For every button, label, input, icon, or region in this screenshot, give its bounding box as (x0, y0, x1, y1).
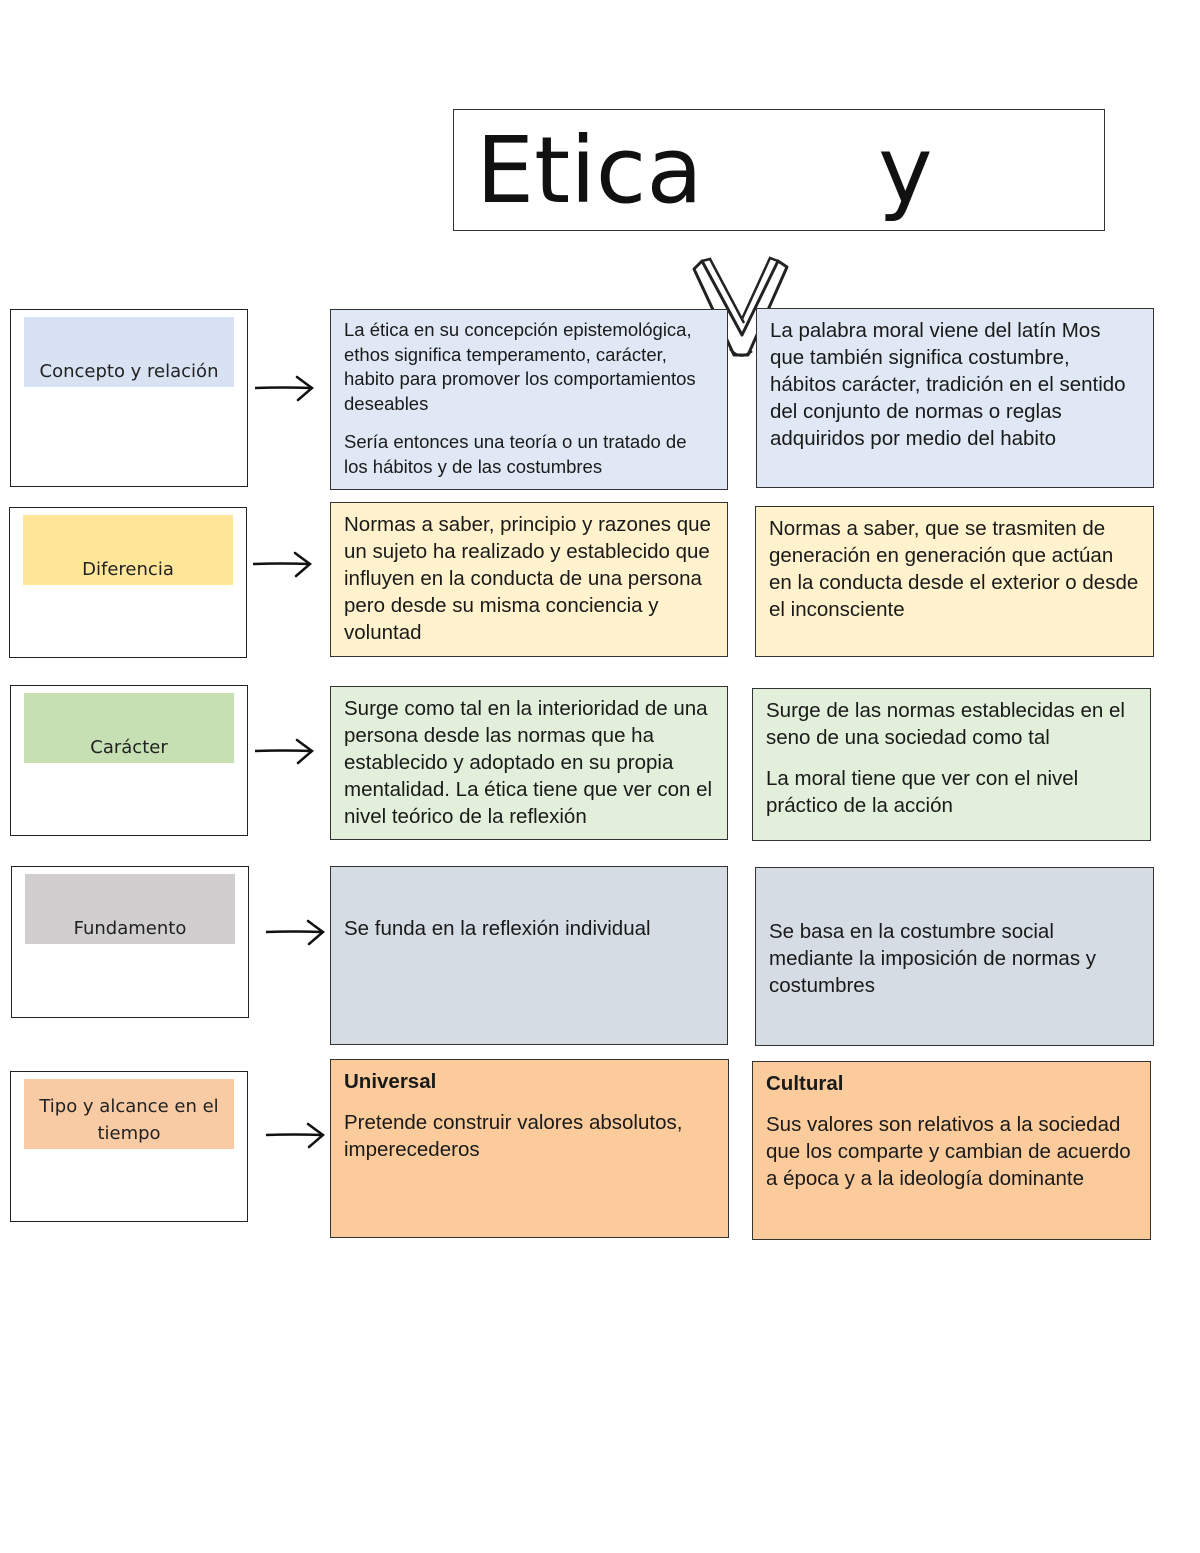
arrow-right-icon (264, 1120, 326, 1150)
card-text: Se basa en la costumbre social mediante … (769, 920, 1097, 997)
title-box: Etica y (453, 109, 1105, 231)
card-text: Normas a saber, principio y razones que … (344, 513, 711, 644)
card-text: La palabra moral viene del latín Mos que… (770, 319, 1126, 450)
card-text: Surge de las normas establecidas en el s… (766, 699, 1125, 749)
row-label-diferencia: Diferencia (23, 515, 233, 585)
moral-card-diferencia: Normas a saber, que se trasmiten de gene… (755, 506, 1154, 657)
arrow-right-icon (251, 549, 313, 579)
moral-card-concepto: La palabra moral viene del latín Mos que… (756, 308, 1154, 488)
etica-card-fundamento: Se funda en la reflexión individual (330, 866, 728, 1045)
card-text: Normas a saber, que se trasmiten de gene… (769, 517, 1139, 621)
card-text: Sus valores son relativos a la sociedad … (766, 1113, 1131, 1190)
card-heading: Universal (344, 1070, 437, 1093)
row-label-box: Fundamento (11, 866, 249, 1018)
card-text: Se funda en la reflexión individual (344, 917, 651, 940)
page-title: Etica y (476, 117, 933, 224)
arrow-right-icon (264, 917, 326, 947)
card-text: Surge como tal en la interioridad de una… (344, 697, 713, 828)
row-label-box: Concepto y relación (10, 309, 248, 487)
card-text: La moral tiene que ver con el nivel prác… (766, 767, 1079, 817)
moral-card-tipo: Cultural Sus valores son relativos a la … (752, 1061, 1151, 1240)
etica-card-concepto: La ética en su concepción epistemológica… (330, 309, 728, 490)
card-heading: Cultural (766, 1072, 844, 1095)
row-label-box: Tipo y alcance en el tiempo (10, 1071, 248, 1222)
card-text: Sería entonces una teoría o un tratado d… (344, 431, 687, 477)
row-label-caracter: Carácter (24, 693, 234, 763)
moral-card-caracter: Surge de las normas establecidas en el s… (752, 688, 1151, 841)
row-label-concepto: Concepto y relación (24, 317, 234, 387)
card-text: Pretende construir valores absolutos, im… (344, 1111, 683, 1161)
row-label-fundamento: Fundamento (25, 874, 235, 944)
row-label-box: Diferencia (9, 507, 247, 658)
moral-card-fundamento: Se basa en la costumbre social mediante … (755, 867, 1154, 1046)
etica-card-caracter: Surge como tal en la interioridad de una… (330, 686, 728, 840)
row-label-box: Carácter (10, 685, 248, 836)
etica-card-tipo: Universal Pretende construir valores abs… (330, 1059, 729, 1238)
arrow-right-icon (253, 373, 315, 403)
etica-card-diferencia: Normas a saber, principio y razones que … (330, 502, 728, 657)
row-label-tipo: Tipo y alcance en el tiempo (24, 1079, 234, 1149)
arrow-right-icon (253, 736, 315, 766)
card-text: La ética en su concepción epistemológica… (344, 319, 696, 414)
